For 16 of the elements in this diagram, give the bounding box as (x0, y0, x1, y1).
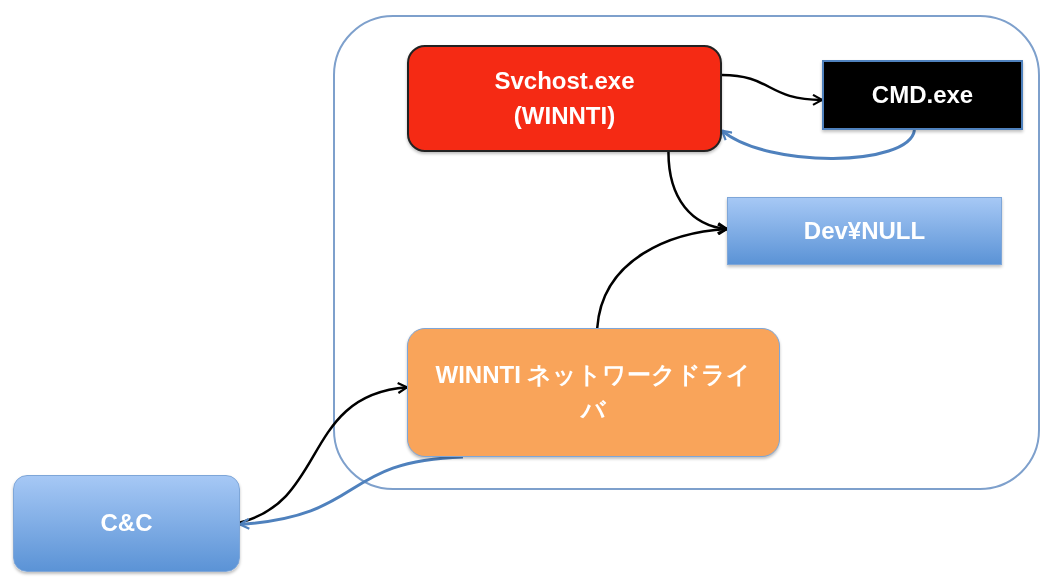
box-label: C&C (99, 508, 154, 539)
box-label: Svchost.exe (WINNTI) (493, 65, 636, 131)
box-label: Dev¥NULL (802, 215, 927, 246)
arrow (721, 73, 824, 106)
arrow (239, 382, 409, 524)
box-label: CMD.exe (870, 79, 975, 110)
process-box (822, 60, 1023, 130)
process-box (727, 197, 1002, 265)
server-box (13, 475, 240, 572)
container-box (333, 15, 1040, 490)
arrow (596, 223, 729, 329)
arrow (238, 455, 464, 530)
box-label: WINNTI ネットワークドライバ (434, 359, 753, 425)
arrow (720, 129, 916, 160)
process-box (407, 328, 780, 457)
process-box (407, 45, 722, 152)
